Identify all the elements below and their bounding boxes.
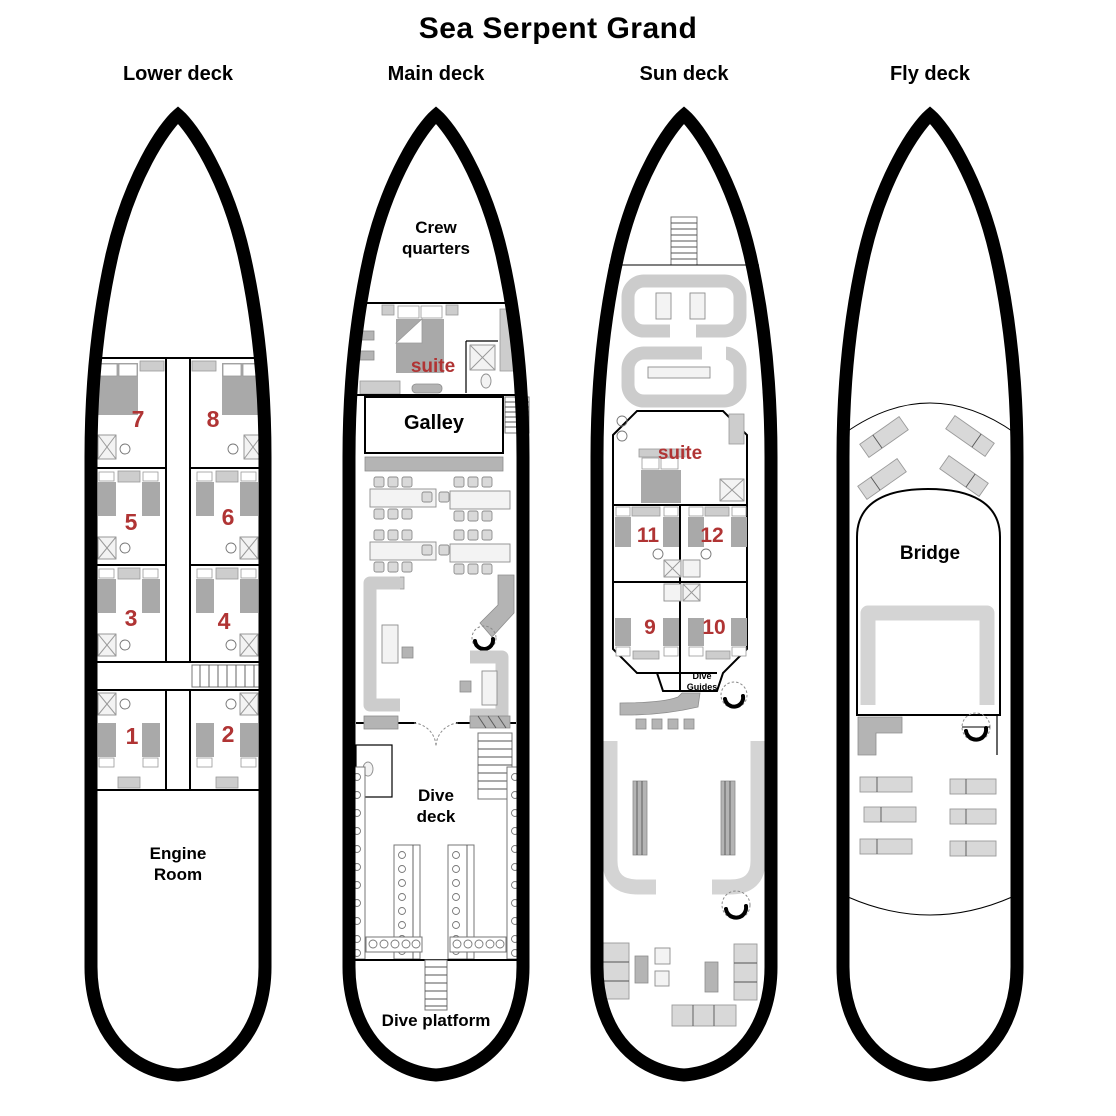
cabin-number-12: 12 bbox=[700, 524, 724, 547]
cabin-number-11: 11 bbox=[636, 524, 660, 547]
fly-deck-bridge bbox=[856, 487, 1001, 756]
deck-label-sun: Sun deck bbox=[639, 63, 729, 85]
spiral-staircase-icon bbox=[721, 890, 751, 920]
main-deck-suite bbox=[356, 302, 516, 396]
sun-deck-cabin-block bbox=[612, 410, 748, 692]
hull-outline bbox=[590, 106, 778, 1082]
cabin-number-5: 5 bbox=[124, 509, 138, 535]
sun-suite-label: suite bbox=[657, 443, 703, 464]
sun-lounger bbox=[859, 416, 909, 458]
sun-lounger bbox=[859, 776, 913, 793]
sun-deck-aft bbox=[602, 681, 766, 1027]
bridge-label: Bridge bbox=[899, 543, 961, 564]
hull-outline bbox=[342, 106, 530, 1082]
cabin-number-8: 8 bbox=[206, 406, 220, 432]
page-title: Sea Serpent Grand bbox=[418, 12, 698, 45]
cabin-4-furniture bbox=[196, 567, 259, 657]
fly-deck-aft-loungers bbox=[847, 776, 1013, 916]
stairs-icon bbox=[191, 664, 261, 688]
cabin-2-furniture bbox=[196, 692, 259, 789]
sun-deck-bow-lounge bbox=[609, 216, 759, 408]
ladder-icon bbox=[424, 959, 448, 1011]
sun-lounger bbox=[949, 778, 997, 795]
hull-outline bbox=[836, 106, 1024, 1082]
sun-suite-furniture bbox=[616, 413, 745, 503]
hull-outline bbox=[84, 106, 272, 1082]
sun-lounger bbox=[939, 455, 989, 497]
cabin-number-7: 7 bbox=[131, 406, 145, 432]
stairs-icon bbox=[477, 732, 513, 800]
crew-quarters-label: Crew quarters bbox=[401, 218, 471, 259]
deck-sun-drawing bbox=[590, 106, 778, 1082]
cabin-1-furniture bbox=[97, 692, 160, 789]
deck-main: Crew quarters suite Galley Dive deck Div… bbox=[336, 105, 536, 1105]
deck-lower-drawing bbox=[84, 106, 272, 1082]
counter bbox=[857, 716, 903, 756]
cabin-7-furniture bbox=[97, 360, 165, 460]
deck-fly: Bridge bbox=[830, 105, 1030, 1105]
dive-platform-label: Dive platform bbox=[381, 1011, 491, 1030]
cabin-number-4: 4 bbox=[217, 608, 231, 634]
deck-label-main: Main deck bbox=[387, 63, 485, 85]
dining-tables bbox=[369, 476, 511, 575]
main-suite-label: suite bbox=[410, 356, 456, 377]
engine-room-label: Engine Room bbox=[149, 844, 207, 885]
deck-label-fly: Fly deck bbox=[889, 63, 971, 85]
deck-fly-drawing bbox=[836, 106, 1024, 1082]
sun-lounger bbox=[859, 838, 913, 855]
dive-deck-label: Dive deck bbox=[416, 786, 456, 827]
cabin-11-12-furniture bbox=[615, 506, 747, 547]
sun-lounger bbox=[945, 415, 995, 457]
cabin-number-6: 6 bbox=[221, 504, 235, 530]
cabin-5-furniture bbox=[97, 470, 160, 560]
bar-counter bbox=[619, 692, 701, 716]
cabin-9-10-furniture bbox=[615, 618, 747, 660]
sun-lounger bbox=[949, 808, 997, 825]
cabin-6-furniture bbox=[196, 470, 259, 560]
dive-guides-label: Dive Guides bbox=[686, 671, 718, 693]
cabin-number-10: 10 bbox=[702, 616, 726, 639]
center-bathrooms bbox=[652, 548, 712, 602]
cabin-3-furniture bbox=[97, 567, 160, 657]
deck-label-lower: Lower deck bbox=[122, 63, 234, 85]
cabin-number-2: 2 bbox=[221, 721, 235, 747]
sun-lounger bbox=[863, 806, 917, 823]
deck-sun: suite 11 12 9 10 Dive Guides bbox=[584, 105, 784, 1105]
bar-counter bbox=[479, 574, 515, 638]
cabin-number-9: 9 bbox=[644, 616, 656, 639]
cabin-number-1: 1 bbox=[125, 723, 139, 749]
galley-label: Galley bbox=[403, 412, 465, 434]
cabin-number-3: 3 bbox=[124, 605, 138, 631]
deck-main-drawing bbox=[342, 106, 530, 1082]
deck-lower: 7 8 5 6 3 4 1 2 Engine Room bbox=[78, 105, 278, 1105]
sun-lounger bbox=[949, 840, 997, 857]
sun-lounger bbox=[857, 458, 907, 500]
main-deck-lounge bbox=[355, 574, 516, 800]
fly-deck-bow bbox=[844, 402, 1016, 500]
